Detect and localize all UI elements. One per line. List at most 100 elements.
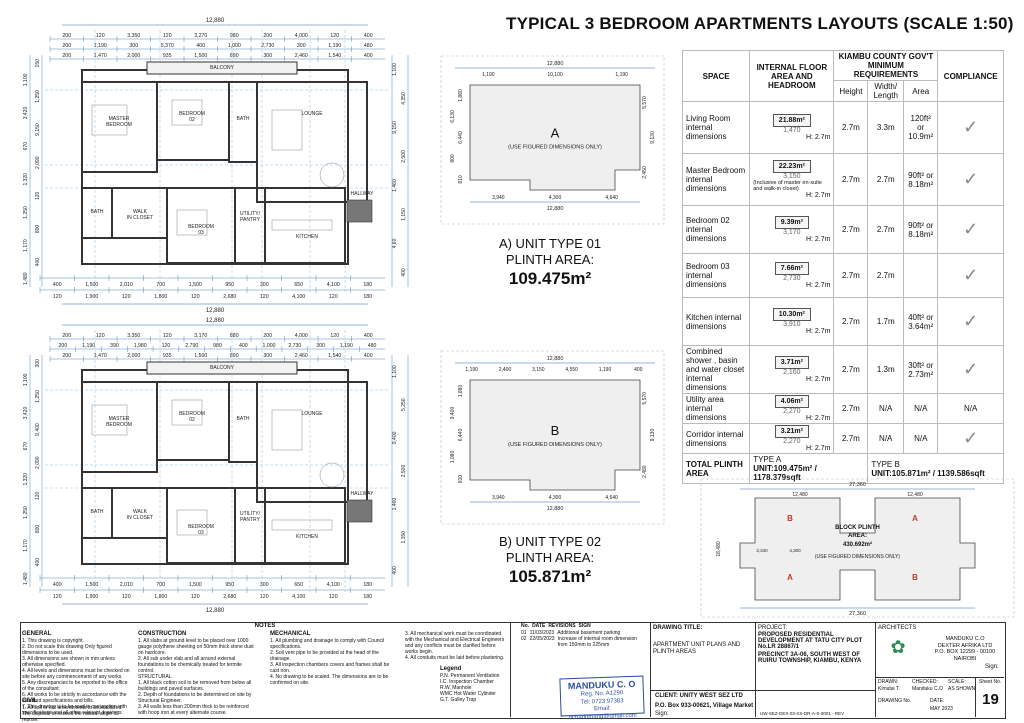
headroom: H: 2.7m	[805, 415, 831, 422]
dim-value: 1,100	[392, 365, 398, 378]
area-req-cell: N/A	[903, 423, 939, 454]
unit-left-dim: 800	[450, 154, 456, 163]
dim-value: 1,980	[134, 343, 147, 349]
room-label: KITCHEN	[296, 534, 318, 540]
electrical-note: 4. All conduits must be laid before plas…	[405, 655, 505, 661]
dim-value: 2,010	[120, 582, 133, 588]
dim-value: 1,190	[82, 343, 95, 349]
unit-left-dim: 1,880	[458, 385, 464, 398]
headroom: H: 2.7m	[805, 282, 831, 289]
unit-right-dim: 2,450	[642, 166, 648, 179]
mechanical-note: 4. No drawing to be scaled. The dimensio…	[270, 674, 389, 686]
dim-value: 5,250	[401, 398, 407, 411]
block-unit-letter: A	[912, 514, 918, 523]
dim-value: 9,150	[392, 121, 398, 134]
room-label: WALK	[133, 509, 148, 515]
checkmark-icon: ✓	[937, 345, 1004, 394]
headroom: H: 2.7m	[805, 236, 831, 243]
unit-right-dim: 9,130	[650, 131, 656, 144]
headroom: H: 2.7m	[805, 328, 831, 335]
civil-note: 1. All soil or our amendments to be stab…	[22, 705, 123, 723]
civil-heading: CIVIL	[22, 698, 38, 704]
block-outline	[739, 497, 976, 601]
architect-stamp: MANDUKU C. O Reg. No. A1290 Tel: 0723 97…	[559, 675, 645, 721]
architect-line: P.O. BOX 12299 - 00100	[934, 649, 996, 656]
construction-note: 1. All slabs at ground level to be place…	[138, 638, 254, 656]
dim-value: 890	[230, 353, 239, 359]
area-box: 4.06m²	[774, 395, 809, 408]
construction-note: STRUCTURAL	[138, 674, 172, 680]
checkmark-icon: ✓	[937, 423, 1004, 454]
dim-value: 120	[35, 191, 41, 200]
dim-value: 2,090	[35, 156, 41, 169]
drawn-heading: DRAWN:	[878, 679, 899, 685]
dim-value: 2,010	[120, 282, 133, 288]
dim-value: 3,270	[194, 33, 207, 39]
dim-value: 200	[59, 343, 68, 349]
drawn-value: Kimutai T.	[878, 686, 900, 692]
construction-heading: CONSTRUCTION	[138, 631, 187, 637]
room-label: PANTRY	[240, 217, 260, 223]
unit-bottom-dim: 4,300	[549, 495, 562, 501]
drawing-title-heading: DRAWING TITLE:	[653, 625, 703, 631]
bed-outline	[91, 404, 128, 436]
unit-note: (USE FIGURED DIMENSIONS ONLY)	[508, 442, 602, 448]
dim-value: 4,100	[327, 582, 340, 588]
dim-value: 1,800	[154, 294, 167, 300]
page-title: TYPICAL 3 BEDROOM APARTMENTS LAYOUTS (SC…	[506, 14, 1014, 33]
dim-value: 1,000	[263, 343, 276, 349]
dim-value: 1,190	[328, 43, 341, 49]
dim-value: 1,540	[328, 353, 341, 359]
dim-value: 1,500	[189, 282, 202, 288]
construction-note: 2. Depth of foundations to be determined…	[138, 692, 252, 704]
dim-value: 4,350	[401, 92, 407, 105]
drawing-title: APARTMENT UNIT PLANS AND PLINTH AREAS	[653, 642, 741, 656]
unit-top-sub: 1,190	[482, 72, 495, 78]
dim-value: 1,500	[194, 353, 207, 359]
dim-value: 1,000	[228, 43, 241, 49]
width-cell: 3.3m	[867, 101, 905, 154]
area-box: 3.71m²	[774, 356, 809, 369]
dim-value: 120	[260, 594, 269, 600]
checkmark-icon: ✓	[937, 153, 1004, 206]
revision-cell: 02	[521, 636, 527, 642]
dim-value: 5,370	[161, 43, 174, 49]
dim-value: 1,900	[85, 594, 98, 600]
dim-value: 400	[364, 353, 373, 359]
dim-value: 2,680	[223, 594, 236, 600]
width-cell: 2.7m	[867, 153, 905, 206]
unit-a-label: A) UNIT TYPE 01	[498, 236, 602, 251]
dim-value: 120	[191, 294, 200, 300]
dim-value: 700	[156, 582, 165, 588]
dim-value: 2,500	[401, 150, 407, 163]
dim-value: 2,500	[401, 465, 407, 478]
height-cell: 2.7m	[833, 101, 869, 154]
header-height: Height	[833, 80, 869, 102]
dim-value: 670	[23, 442, 29, 451]
block-note: (USE FIGURED DIMENSIONS ONLY)	[815, 554, 901, 560]
dim-value: 1,900	[85, 294, 98, 300]
stamp-email: Email: ochariomang@gmail.com	[568, 705, 637, 721]
area-dims: 3,910	[783, 321, 801, 328]
unit-left-dim: 9,400	[450, 407, 456, 420]
block-unit-letter: B	[787, 514, 793, 523]
balcony-slab	[146, 61, 298, 75]
checked-value: Manduku C.O	[912, 686, 943, 692]
header-compliance: COMPLIANCE	[937, 50, 1004, 102]
space-cell: Bedroom 02 internal dimensions	[681, 205, 751, 254]
room-label: IN CLOSET	[127, 215, 153, 221]
dim-value: 120	[53, 594, 62, 600]
revision-cell: 22/05/2023	[529, 636, 555, 642]
dim-value: 650	[294, 582, 303, 588]
revision-cell: Additional basement parking	[557, 630, 621, 636]
architects-heading: ARCHITECTS	[878, 625, 917, 631]
revision-cell: 11/03/2023	[529, 630, 555, 636]
construction-note: 2. All sub under slab and all around ext…	[138, 656, 242, 674]
space-cell: Kitchen internal dimensions	[681, 297, 751, 346]
